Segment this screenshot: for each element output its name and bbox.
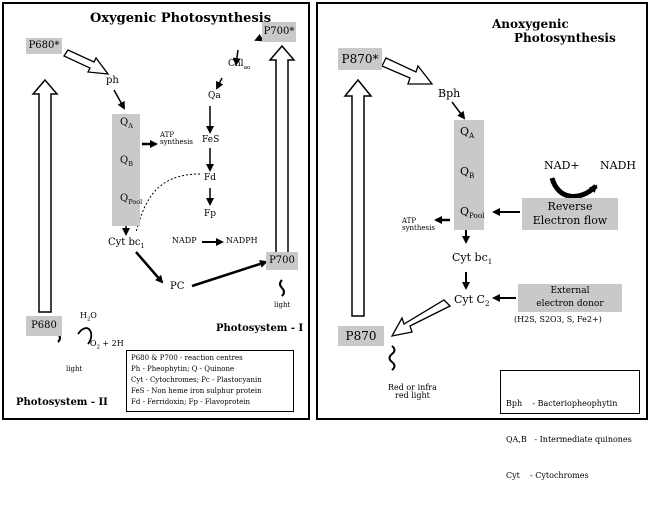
p870-star-box: P870* [338,48,382,70]
light-right-label: light [274,301,291,309]
nadp-label: NADP [172,236,197,245]
p870-star-label: P870* [341,52,379,66]
nadph-label: NADPH [226,236,258,245]
legend-line: Fd - Ferridoxin; Fp - Flavoprotein [131,398,251,406]
anoxygenic-title-2: Photosynthesis [514,31,616,45]
p680-label: P680 [31,320,57,331]
legend-line: QA,B - Intermediate quinones [506,435,632,444]
light-squiggle [388,345,396,371]
p870-excitation-arrow [343,78,373,317]
cyt-c2-label: Cyt C2 [454,293,490,309]
qb-quinone: QB [460,165,475,181]
p700-star-box: P700* [262,22,296,42]
p870-to-bph-arrow [381,57,434,85]
p700-star-label: P700* [263,26,295,37]
fd-label: Fd [204,173,217,183]
oxygenic-legend: P680 & P700 - reaction centres Ph - Pheo… [126,350,294,412]
pheophytin-label: ph [106,75,119,86]
p680-star-box: P680* [26,38,62,54]
qb-quinone: QB [120,155,133,168]
chl-label: Chlao [228,59,251,71]
cytc2-to-p870-arrow [390,299,452,337]
fes-label: FeS [202,135,220,145]
legend-line: Cyt - Cytochromes; Pc - Plastocyanin [131,376,262,384]
fp-label: Fp [204,209,217,219]
water-label: H2O [80,311,97,323]
qpool-quinone: QPool [120,193,143,206]
donor-examples: (H2S, S2O3, S, Fe2+) [514,315,602,324]
quinone-box [454,120,484,230]
quinone-box [112,114,140,226]
p700-label: P700 [269,255,295,266]
donor-line-1: External [550,286,590,296]
oxygenic-title: Oxygenic Photosynthesis [90,11,272,26]
qpool-quinone: QPool [460,205,485,221]
photosystem-2-label: Photosystem - II [16,397,108,408]
oxygenic-arrows [31,31,296,345]
qa-quinone: QA [460,125,475,141]
reverse-line-2: Electron flow [532,214,608,227]
p680-to-ph-arrow [63,49,110,75]
oxygen-label: O2 + 2H [90,339,124,351]
external-donor-box: External electron donor [518,284,622,312]
anoxygenic-arrows [343,57,598,371]
p870-box: P870 [338,326,384,346]
p680-star-label: P680* [28,40,60,51]
photosystem-1-label: Photosystem - I [216,323,304,334]
oxygenic-panel: Oxygenic Photosynthesis P680* P700* ph C… [2,2,310,420]
donor-line-2: electron donor [536,299,604,309]
cyt-bc1-label: Cyt bc1 [452,251,493,267]
ps2-excitation-arrow [31,78,59,313]
legend-line: Cyt - Cytochromes [506,471,589,480]
p870-label: P870 [345,329,377,343]
light-left-label: light [66,365,83,373]
reverse-electron-flow-box: Reverse Electron flow [522,198,618,230]
qa-quinone: QA [120,117,133,130]
qa-label: Qa [208,91,221,101]
reverse-line-1: Reverse [547,200,593,213]
legend-line: Ph - Pheophytin; Q - Quinone [131,365,235,373]
legend-line: P680 & P700 - reaction centres [131,354,243,362]
cyt-bc1-label: Cyt bc1 [108,237,145,250]
anoxygenic-title-1: Anoxygenic [492,17,569,31]
legend-line: Bph - Bacteriopheophytin [506,399,618,408]
bph-label: Bph [438,87,461,100]
anoxygenic-panel: Anoxygenic Photosynthesis P870* Bph QA Q… [316,2,648,480]
nad-label: NAD+ [544,159,580,172]
nadh-label: NADH [600,159,636,172]
legend-line: FeS - Non heme iron sulphur protein [131,387,262,395]
anoxygenic-legend: Bph - Bacteriopheophytin QA,B - Intermed… [500,370,640,480]
p680-box: P680 [26,316,62,336]
p700-box: P700 [266,252,298,270]
light-squiggle-right [279,279,285,297]
ps1-excitation-arrow [268,44,296,255]
pc-label: PC [170,281,185,292]
